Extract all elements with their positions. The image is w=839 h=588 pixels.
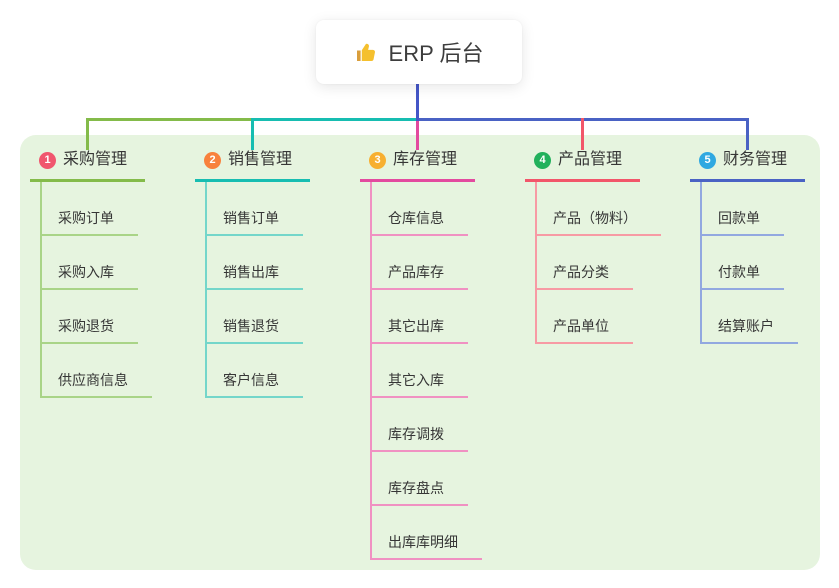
branch-label: 销售管理: [228, 151, 293, 168]
connector-h-branch-1: [86, 118, 251, 121]
branch-number-badge: 1: [39, 151, 56, 169]
branch-heading-node[interactable]: 2 销售管理: [195, 150, 310, 182]
connector-h-branch-2: [251, 118, 418, 121]
connector-drop-branch-2: [251, 118, 254, 150]
branch-label: 产品管理: [558, 151, 623, 168]
branch-heading-node[interactable]: 5 财务管理: [690, 150, 805, 182]
item-node[interactable]: 销售退货: [207, 318, 303, 344]
branch-item-list: 销售订单销售出库销售退货客户信息: [205, 182, 310, 398]
root-node[interactable]: ERP 后台: [316, 20, 522, 84]
branch-label: 财务管理: [723, 151, 788, 168]
branch-item: 客户信息: [205, 344, 310, 398]
branch-item: 销售退货: [205, 290, 310, 344]
branch-number-badge: 5: [699, 151, 716, 169]
branch-heading-node[interactable]: 1 采购管理: [30, 150, 145, 182]
branch-item-list: 仓库信息产品库存其它出库其它入库库存调拨库存盘点出库库明细: [370, 182, 482, 560]
item-node[interactable]: 库存调拨: [372, 426, 468, 452]
branch-item: 采购订单: [40, 182, 152, 236]
branch-item: 采购退货: [40, 290, 152, 344]
branch-item: 其它出库: [370, 290, 482, 344]
branch-2: 2 销售管理 销售订单销售出库销售退货客户信息: [195, 150, 310, 398]
item-node[interactable]: 产品单位: [537, 318, 633, 344]
item-node[interactable]: 库存盘点: [372, 480, 468, 506]
item-node[interactable]: 销售订单: [207, 210, 303, 236]
branch-item: 其它入库: [370, 344, 482, 398]
branch-item: 回款单: [700, 182, 805, 236]
branch-item: 结算账户: [700, 290, 805, 344]
item-node[interactable]: 采购入库: [42, 264, 138, 290]
item-node[interactable]: 付款单: [702, 264, 784, 290]
item-node[interactable]: 仓库信息: [372, 210, 468, 236]
root-label: ERP 后台: [388, 41, 484, 66]
branch-item: 产品单位: [535, 290, 661, 344]
branch-5: 5 财务管理 回款单付款单结算账户: [690, 150, 805, 344]
item-node[interactable]: 出库库明细: [372, 534, 482, 560]
branch-item: 产品库存: [370, 236, 482, 290]
item-node[interactable]: 产品分类: [537, 264, 633, 290]
branch-item: 销售订单: [205, 182, 310, 236]
branch-item-list: 产品（物料） 产品分类产品单位: [535, 182, 661, 344]
item-node[interactable]: 采购退货: [42, 318, 138, 344]
item-node[interactable]: 其它入库: [372, 372, 468, 398]
branch-item: 库存盘点: [370, 452, 482, 506]
branch-item-list: 回款单付款单结算账户: [700, 182, 805, 344]
branch-1: 1 采购管理 采购订单采购入库采购退货供应商信息: [30, 150, 152, 398]
branch-4: 4 产品管理 产品（物料） 产品分类产品单位: [525, 150, 661, 344]
canvas-panel: [20, 135, 820, 570]
branch-item: 采购入库: [40, 236, 152, 290]
item-node[interactable]: 产品（物料）: [537, 210, 661, 236]
branch-item: 供应商信息: [40, 344, 152, 398]
connector-root-stem: [416, 84, 419, 121]
branch-label: 库存管理: [393, 151, 458, 168]
item-node[interactable]: 结算账户: [702, 318, 798, 344]
item-node[interactable]: 其它出库: [372, 318, 468, 344]
item-node[interactable]: 产品库存: [372, 264, 468, 290]
branch-heading-node[interactable]: 3 库存管理: [360, 150, 475, 182]
branch-item: 产品（物料）: [535, 182, 661, 236]
branch-number-badge: 4: [534, 151, 551, 169]
branch-item: 出库库明细: [370, 506, 482, 560]
item-node[interactable]: 回款单: [702, 210, 784, 236]
item-node[interactable]: 客户信息: [207, 372, 303, 398]
connector-drop-branch-3: [416, 121, 419, 150]
connector-drop-branch-5: [746, 118, 749, 150]
item-node[interactable]: 供应商信息: [42, 372, 152, 398]
branch-3: 3 库存管理 仓库信息产品库存其它出库其它入库库存调拨库存盘点出库库明细: [360, 150, 482, 560]
connector-drop-branch-4: [581, 118, 584, 150]
branch-label: 采购管理: [63, 151, 128, 168]
branch-item: 付款单: [700, 236, 805, 290]
item-node[interactable]: 采购订单: [42, 210, 138, 236]
branch-item: 仓库信息: [370, 182, 482, 236]
item-node[interactable]: 销售出库: [207, 264, 303, 290]
branch-item: 销售出库: [205, 236, 310, 290]
branch-number-badge: 3: [369, 151, 386, 169]
connector-drop-branch-1: [86, 118, 89, 150]
branch-number-badge: 2: [204, 151, 221, 169]
thumbs-up-icon: [356, 43, 375, 61]
branch-item: 产品分类: [535, 236, 661, 290]
branch-heading-node[interactable]: 4 产品管理: [525, 150, 640, 182]
branch-item-list: 采购订单采购入库采购退货供应商信息: [40, 182, 152, 398]
branch-item: 库存调拨: [370, 398, 482, 452]
